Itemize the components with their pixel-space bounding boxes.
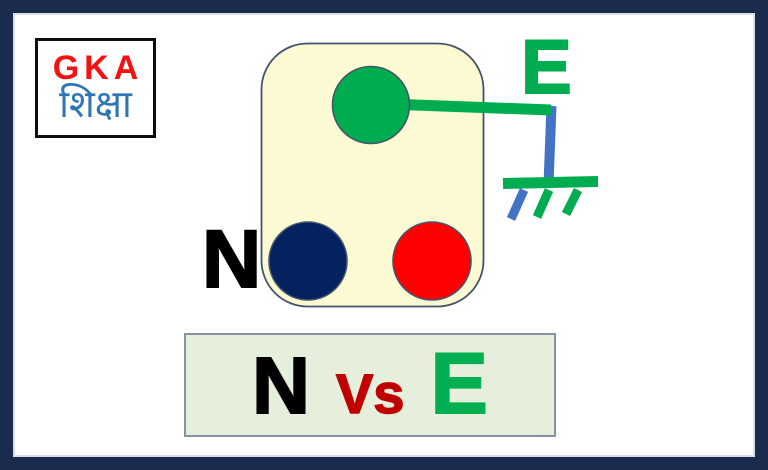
- logo-badge: GKA शिक्षा: [35, 38, 156, 138]
- earth-label: E: [520, 25, 573, 110]
- ground-lead-line: [543, 105, 557, 185]
- caption-versus-text: Vs: [335, 361, 405, 426]
- logo-subtitle-text: शिक्षा: [59, 82, 132, 127]
- caption-earth-letter: E: [429, 335, 488, 433]
- ground-hatch-blue: [506, 188, 529, 221]
- ground-hatch-green-2: [561, 187, 583, 217]
- neutral-pin: [268, 221, 348, 301]
- logo-brand-text: GKA: [52, 49, 144, 88]
- caption-neutral-letter: N: [251, 340, 311, 431]
- ground-hatch-green-1: [532, 188, 554, 219]
- ground-bar: [502, 176, 599, 189]
- earth-wire: [387, 98, 552, 116]
- neutral-label: N: [201, 214, 262, 305]
- live-pin: [392, 221, 472, 301]
- earth-pin: [331, 65, 411, 145]
- caption-box: N Vs E: [184, 333, 556, 437]
